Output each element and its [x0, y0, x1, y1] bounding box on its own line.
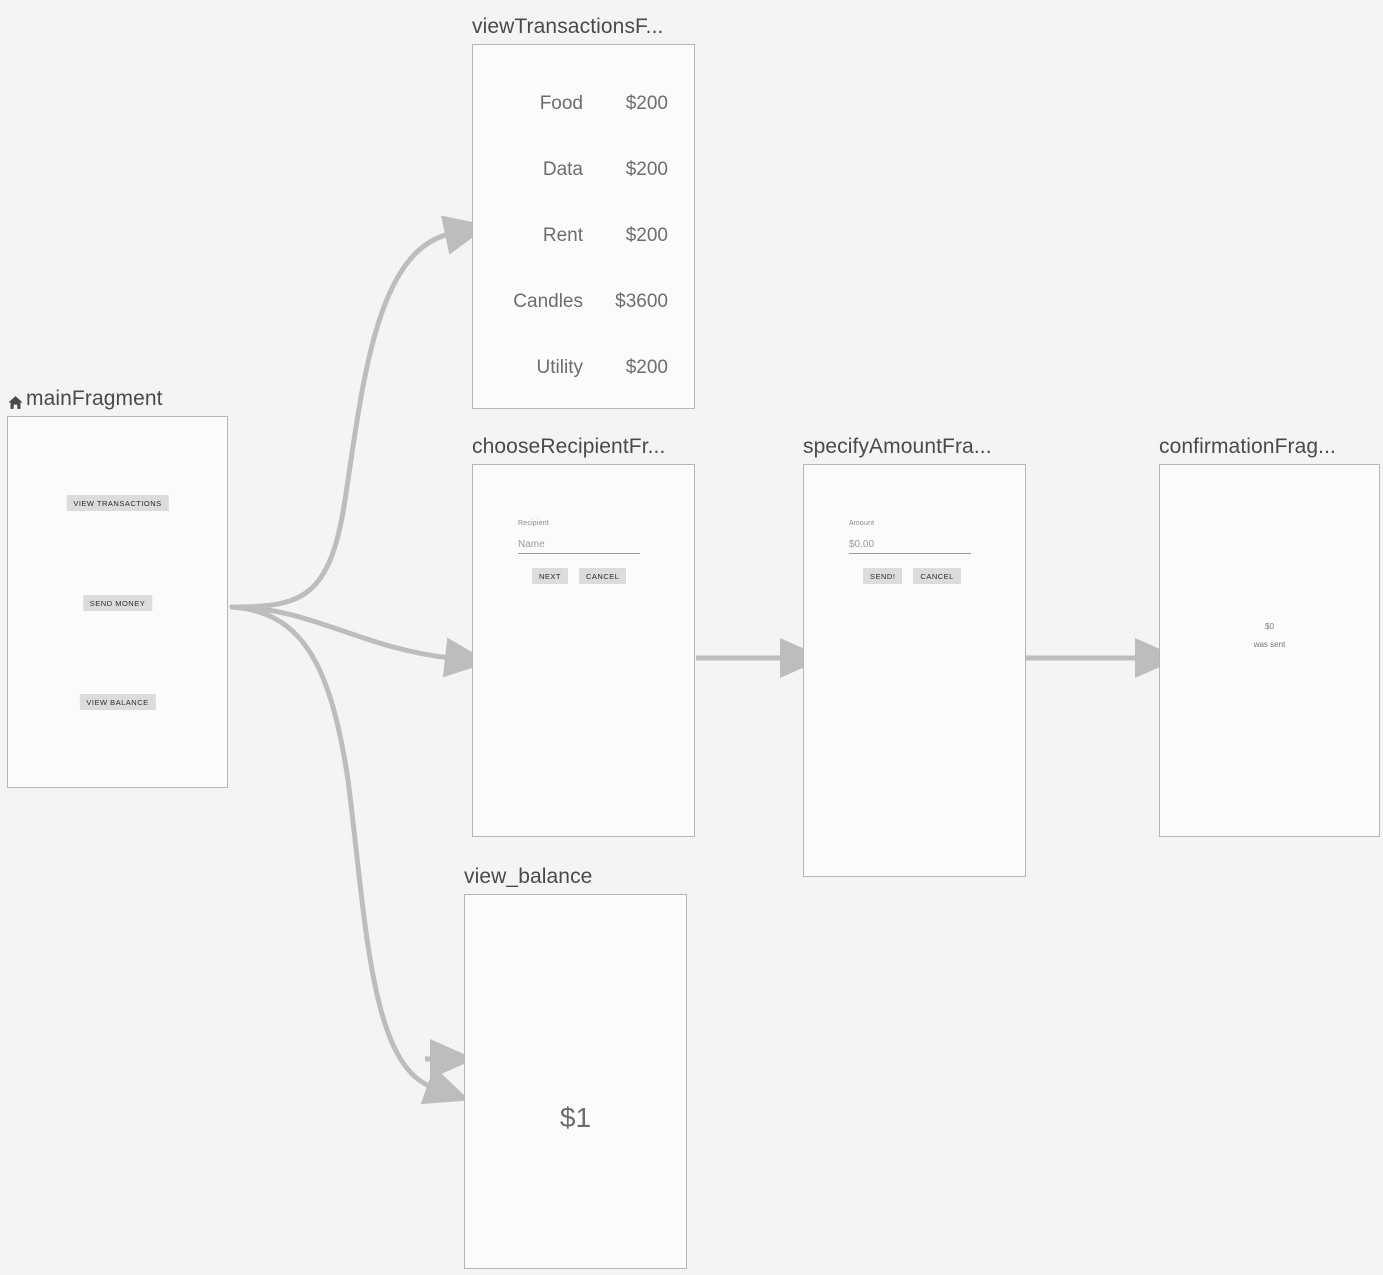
- action-main-to-view-transactions[interactable]: [229, 215, 490, 610]
- confirmation-amount: $0: [1265, 622, 1274, 631]
- recipient-name-input[interactable]: Name: [518, 539, 640, 554]
- preview-choose-recipient-fragment[interactable]: Recipient Name NEXT CANCEL: [472, 464, 695, 837]
- transaction-row: Rent $200: [473, 203, 694, 269]
- destination-view-transactions-fragment[interactable]: viewTransactionsF... Food $200 Data $200…: [472, 14, 695, 409]
- transaction-category: Rent: [542, 225, 583, 246]
- destination-label-view-transactions: viewTransactionsF...: [472, 14, 695, 40]
- preview-button-send-money[interactable]: SEND MONEY: [82, 595, 153, 611]
- recipient-field-label: Recipient: [518, 520, 549, 527]
- destination-choose-recipient-fragment[interactable]: chooseRecipientFr... Recipient Name NEXT…: [472, 434, 695, 837]
- destination-specify-amount-fragment[interactable]: specifyAmountFra... Amount $0.00 SEND! C…: [803, 434, 1026, 877]
- send-button[interactable]: SEND!: [863, 568, 903, 584]
- destination-confirmation-fragment[interactable]: confirmationFrag... $0 was sent: [1159, 434, 1380, 837]
- preview-button-view-balance[interactable]: VIEW BALANCE: [79, 694, 156, 710]
- amount-field-label: Amount: [849, 520, 875, 527]
- cancel-button[interactable]: CANCEL: [579, 568, 627, 584]
- preview-confirmation-fragment[interactable]: $0 was sent: [1159, 464, 1380, 837]
- amount-form: Amount $0.00 SEND! CANCEL: [849, 520, 999, 584]
- transaction-row: Data $200: [473, 137, 694, 203]
- recipient-form: Recipient Name NEXT CANCEL: [518, 520, 668, 584]
- transaction-amount: $200: [625, 159, 668, 180]
- confirmation-message: $0 was sent: [1160, 622, 1379, 649]
- destination-main-fragment[interactable]: mainFragment VIEW TRANSACTIONS SEND MONE…: [7, 386, 228, 788]
- destination-label-main-text: mainFragment: [26, 387, 163, 410]
- destination-label-confirmation-text: confirmationFrag...: [1159, 435, 1336, 458]
- transaction-row: Utility $200: [473, 335, 694, 401]
- destination-label-confirmation: confirmationFrag...: [1159, 434, 1380, 460]
- action-main-to-view-balance[interactable]: [229, 604, 470, 1105]
- preview-view-transactions-fragment[interactable]: Food $200 Data $200 Rent $200 Candles $3…: [472, 44, 695, 409]
- preview-view-balance[interactable]: $1: [464, 894, 687, 1269]
- destination-label-main: mainFragment: [7, 386, 228, 412]
- transaction-amount: $200: [625, 357, 668, 378]
- transaction-amount: $200: [625, 93, 668, 114]
- preview-button-view-transactions[interactable]: VIEW TRANSACTIONS: [66, 495, 169, 511]
- destination-label-choose-recipient: chooseRecipientFr...: [472, 434, 695, 460]
- transaction-amount: $200: [625, 225, 668, 246]
- destination-label-choose-recipient-text: chooseRecipientFr...: [472, 435, 666, 458]
- transaction-category: Food: [539, 93, 583, 114]
- destination-label-specify-amount: specifyAmountFra...: [803, 434, 1026, 460]
- preview-main-fragment[interactable]: VIEW TRANSACTIONS SEND MONEY VIEW BALANC…: [7, 416, 228, 788]
- transaction-row: Food $200: [473, 71, 694, 137]
- transaction-list: Food $200 Data $200 Rent $200 Candles $3…: [473, 71, 694, 401]
- destination-label-view-balance: view_balance: [464, 864, 687, 890]
- balance-amount: $1: [559, 1102, 592, 1133]
- amount-input[interactable]: $0.00: [849, 539, 971, 554]
- preview-specify-amount-fragment[interactable]: Amount $0.00 SEND! CANCEL: [803, 464, 1026, 877]
- next-button[interactable]: NEXT: [532, 568, 569, 584]
- transaction-category: Utility: [536, 357, 583, 378]
- recipient-form-actions: NEXT CANCEL: [518, 568, 668, 584]
- balance-display: $1: [465, 1102, 686, 1134]
- cancel-button[interactable]: CANCEL: [913, 568, 961, 584]
- destination-label-view-balance-text: view_balance: [464, 865, 593, 888]
- transaction-row: Candles $3600: [473, 269, 694, 335]
- home-icon: [7, 392, 24, 409]
- action-main-to-choose-recipient[interactable]: [229, 604, 490, 678]
- transaction-category: Data: [542, 159, 583, 180]
- transaction-category: Candles: [513, 291, 583, 312]
- confirmation-status: was sent: [1253, 640, 1286, 649]
- destination-label-specify-amount-text: specifyAmountFra...: [803, 435, 992, 458]
- amount-form-actions: SEND! CANCEL: [849, 568, 999, 584]
- transaction-amount: $3600: [615, 291, 668, 312]
- destination-view-balance[interactable]: view_balance $1: [464, 864, 687, 1269]
- destination-label-view-transactions-text: viewTransactionsF...: [472, 15, 664, 38]
